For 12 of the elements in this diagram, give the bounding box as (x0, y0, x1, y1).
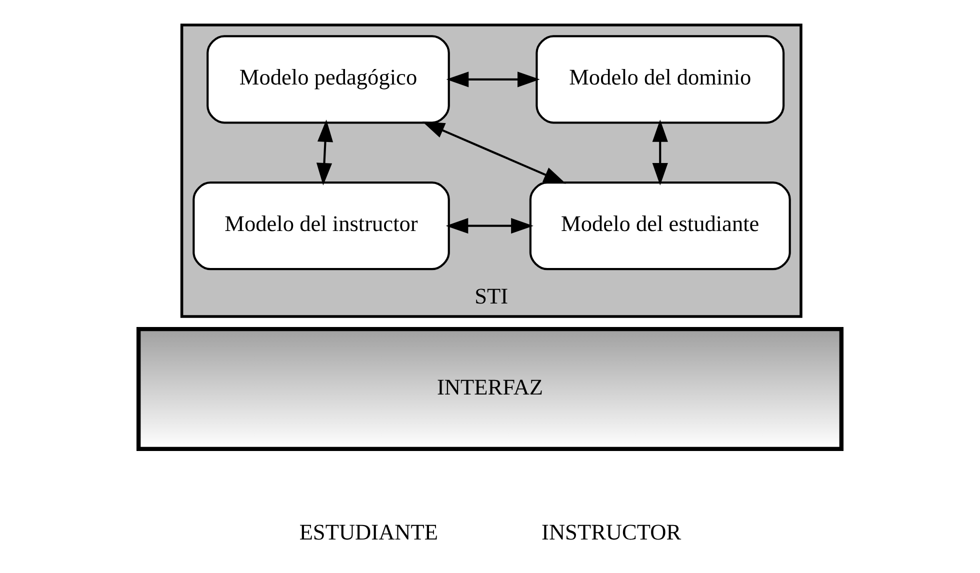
node-box: Modelo del instructor (192, 182, 450, 270)
node-box: Modelo del estudiante (529, 182, 791, 270)
node-box: INTERFAZ (136, 326, 844, 452)
arrow (652, 120, 668, 186)
label: ESTUDIANTE (299, 519, 438, 544)
arrow (422, 121, 566, 184)
label: INSTRUCTOR (542, 519, 682, 544)
arrow (316, 120, 334, 186)
arrow (446, 72, 540, 88)
arrow (446, 218, 534, 234)
node-box: Modelo pedagógico (206, 35, 450, 124)
node-box: Modelo del dominio (536, 35, 785, 124)
